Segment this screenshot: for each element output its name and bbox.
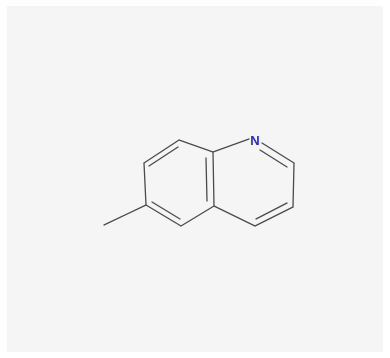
bond-c8a-c8 [178, 139, 214, 153]
bond-c8a-n1 [212, 138, 250, 153]
bond-c4-c4a [213, 205, 256, 227]
bond-c4a-c8a-inner [205, 157, 208, 202]
structure-panel [7, 6, 383, 352]
bond-c5-c4a [180, 205, 215, 227]
bond-c3-c4 [254, 206, 294, 227]
bond-n1-c2 [261, 142, 295, 164]
bond-c7-c6 [143, 162, 147, 206]
bond-c8-c7 [143, 139, 180, 164]
bond-c2-c3 [292, 162, 295, 208]
bond-c6-methyl [103, 204, 147, 226]
bond-c8-c7-inner [148, 146, 179, 167]
bond-c6-c5 [145, 204, 182, 227]
bond-n1-c2-inner [259, 149, 288, 168]
bond-c3-c4-inner [255, 202, 288, 220]
nitrogen-atom-label: N [250, 133, 259, 148]
bond-c6-c5-inner [151, 201, 181, 220]
bond-c4a-c8a [212, 151, 215, 207]
